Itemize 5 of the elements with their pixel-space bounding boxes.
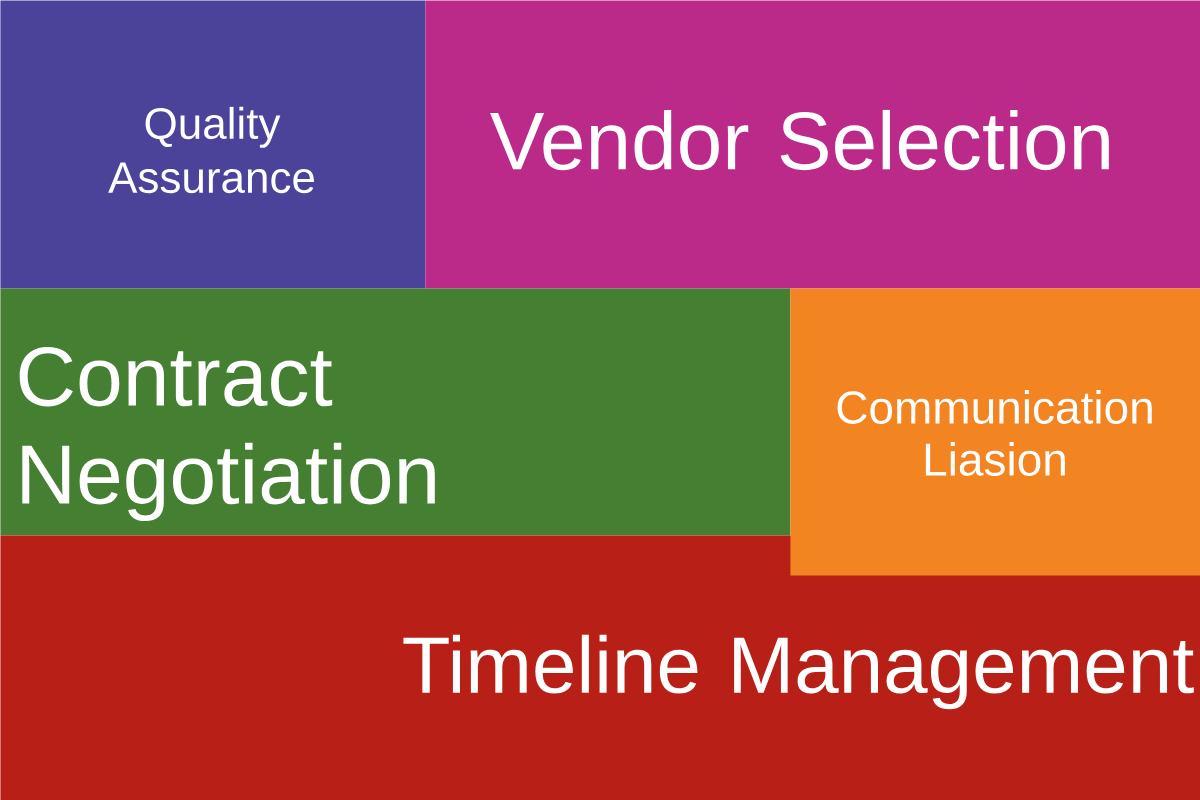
tile: Quality Assurance	[0, 0, 426, 289]
tile: Communication Liasion	[790, 288, 1200, 576]
tile: Contract Negotiation	[0, 288, 791, 536]
tile: Vendor Selection	[425, 0, 1200, 289]
tile: Timeline Management	[0, 535, 1200, 800]
